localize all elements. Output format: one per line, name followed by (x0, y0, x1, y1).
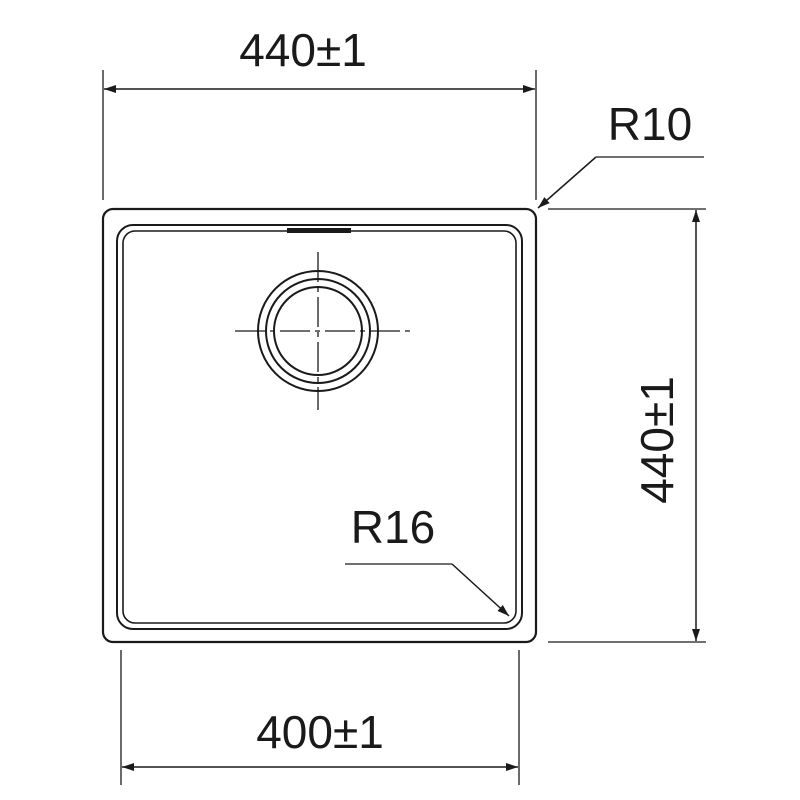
overflow-slot (287, 228, 351, 233)
top-dimension-label: 440±1 (239, 24, 367, 76)
drain (235, 252, 410, 410)
bottom-dimension-label: 400±1 (256, 706, 384, 758)
right-dimension: 440±1 (548, 208, 706, 643)
bowl-outline-outer (116, 224, 523, 630)
outer-radius-callout: R10 (537, 98, 704, 209)
top-dimension: 440±1 (102, 24, 537, 200)
r16-label: R16 (351, 501, 435, 553)
sink-outer-outline (101, 207, 538, 644)
r10-leader-arrow (537, 156, 597, 209)
r10-label: R10 (608, 98, 692, 150)
right-dimension-label: 440±1 (631, 376, 683, 504)
bottom-dimension: 400±1 (120, 650, 520, 785)
r16-leader-arrow (451, 563, 510, 617)
bowl-outline-inner (122, 230, 517, 624)
inner-radius-callout: R16 (345, 501, 510, 617)
